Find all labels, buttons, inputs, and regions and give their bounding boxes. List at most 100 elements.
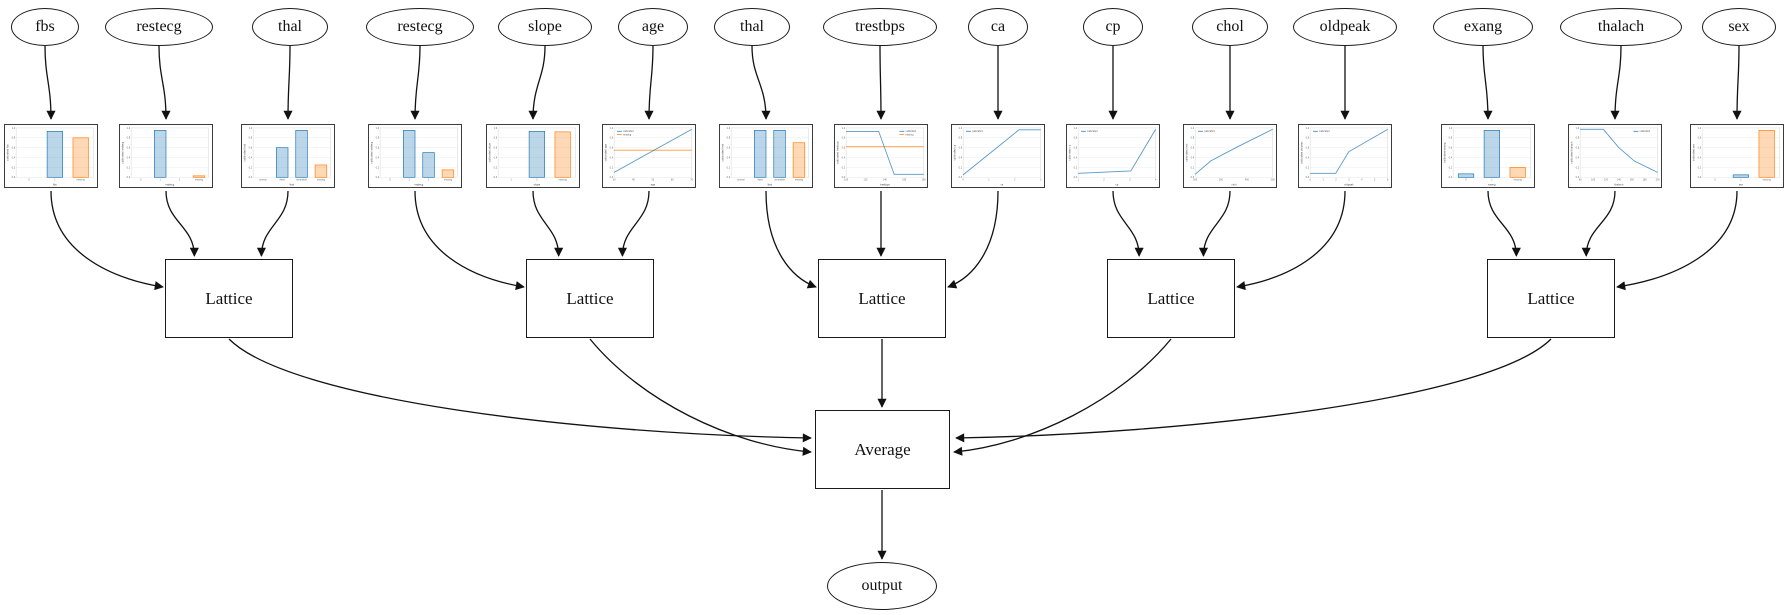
svg-text:0.2: 0.2 <box>1191 166 1195 169</box>
svg-text:0.2: 0.2 <box>1698 166 1702 169</box>
svg-text:missing: missing <box>905 133 914 136</box>
svg-text:0.0: 0.0 <box>249 176 253 179</box>
chart-xlabel: sex <box>1739 184 1744 187</box>
input-node-thal: thal <box>252 8 328 46</box>
svg-text:missing: missing <box>77 178 86 181</box>
svg-text:0.6: 0.6 <box>727 147 731 150</box>
svg-text:1: 1 <box>160 178 162 181</box>
chart-xlabel: fbs <box>53 184 57 187</box>
svg-text:0: 0 <box>1309 178 1311 181</box>
svg-text:missing: missing <box>1763 178 1772 181</box>
svg-text:0.6: 0.6 <box>12 147 16 150</box>
svg-text:1.0: 1.0 <box>1306 127 1310 130</box>
svg-text:3: 3 <box>1348 178 1350 181</box>
chart-ylabel: calibrated restecg <box>370 141 373 163</box>
svg-text:180: 180 <box>1643 178 1648 181</box>
svg-text:160: 160 <box>902 178 907 181</box>
svg-text:0.2: 0.2 <box>842 166 846 169</box>
svg-text:0.0: 0.0 <box>1698 176 1702 179</box>
lattice-node-3: Lattice <box>818 259 946 338</box>
svg-text:missing: missing <box>623 133 632 136</box>
svg-text:2: 2 <box>428 178 430 181</box>
edge-input-fbs-to-chart <box>44 45 56 120</box>
svg-text:reversible: reversible <box>296 178 307 181</box>
svg-text:120: 120 <box>1604 178 1609 181</box>
svg-text:1: 1 <box>1322 178 1324 181</box>
edge-chart-slope-to-lattice-2 <box>532 190 564 257</box>
svg-text:0.0: 0.0 <box>1576 176 1580 179</box>
svg-text:0: 0 <box>1465 178 1467 181</box>
svg-text:0.8: 0.8 <box>1576 137 1580 140</box>
svg-text:0.6: 0.6 <box>376 147 380 150</box>
edge-chart-chol-to-lattice-4 <box>1198 190 1231 257</box>
svg-text:500: 500 <box>1271 178 1276 181</box>
edge-input-slope-to-chart <box>528 45 546 120</box>
chart-ylabel: calibrated exang <box>1443 142 1446 163</box>
svg-text:0.0: 0.0 <box>1306 176 1310 179</box>
svg-text:300: 300 <box>1219 178 1224 181</box>
input-node-ca: ca <box>968 8 1028 46</box>
edge-lattice-2-to-average <box>589 338 812 456</box>
svg-text:0.4: 0.4 <box>842 156 846 159</box>
svg-text:0.8: 0.8 <box>1074 137 1078 140</box>
svg-text:0.0: 0.0 <box>1074 176 1078 179</box>
chart-ylabel: calibrated restecg <box>121 141 124 163</box>
chart-xlabel: thalach <box>1614 184 1623 187</box>
svg-text:0.8: 0.8 <box>376 137 380 140</box>
svg-text:1: 1 <box>1740 178 1742 181</box>
edge-input-restecg-to-chart <box>158 45 171 120</box>
svg-text:0.4: 0.4 <box>249 156 253 159</box>
svg-text:0.6: 0.6 <box>610 147 614 150</box>
svg-text:0.4: 0.4 <box>494 156 498 159</box>
svg-text:2: 2 <box>1103 178 1105 181</box>
svg-text:0.2: 0.2 <box>959 166 963 169</box>
svg-text:0.0: 0.0 <box>1191 176 1195 179</box>
svg-text:1.0: 1.0 <box>1576 127 1580 130</box>
svg-text:0.8: 0.8 <box>1306 137 1310 140</box>
svg-text:1: 1 <box>54 178 56 181</box>
edge-chart-thal-to-lattice-1 <box>256 190 289 257</box>
svg-text:200: 200 <box>1193 178 1198 181</box>
svg-text:2: 2 <box>536 178 538 181</box>
svg-text:1.0: 1.0 <box>610 127 614 130</box>
svg-text:calibrated: calibrated <box>1639 130 1650 133</box>
svg-text:0.0: 0.0 <box>959 176 963 179</box>
lattice-node-2: Lattice <box>526 259 654 338</box>
svg-text:0.4: 0.4 <box>1449 156 1453 159</box>
edge-input-exang-to-chart <box>1482 45 1493 120</box>
svg-text:1.0: 1.0 <box>727 127 731 130</box>
lattice-node-1: Lattice <box>165 259 293 338</box>
svg-text:calibrated: calibrated <box>972 130 983 133</box>
chart-xlabel: slope <box>534 184 541 187</box>
edge-chart-fbs-to-lattice-1 <box>50 190 164 291</box>
svg-text:0: 0 <box>28 178 30 181</box>
edge-lattice-1-to-average <box>228 338 812 443</box>
input-node-thalach: thalach <box>1560 8 1682 46</box>
svg-text:120: 120 <box>863 178 868 181</box>
input-node-exang: exang <box>1433 8 1533 46</box>
svg-text:0.2: 0.2 <box>249 166 253 169</box>
svg-text:0.4: 0.4 <box>127 156 131 159</box>
edge-chart-age-to-lattice-2 <box>617 190 650 257</box>
chart-xlabel: restecg <box>414 184 423 187</box>
svg-text:1.0: 1.0 <box>494 127 498 130</box>
svg-text:0.6: 0.6 <box>842 147 846 150</box>
svg-text:0.4: 0.4 <box>1191 156 1195 159</box>
svg-text:calibrated: calibrated <box>1087 130 1098 133</box>
svg-text:3: 3 <box>1129 178 1131 181</box>
svg-text:calibrated: calibrated <box>623 130 634 133</box>
input-node-age: age <box>618 8 688 46</box>
svg-text:4: 4 <box>1361 178 1363 181</box>
